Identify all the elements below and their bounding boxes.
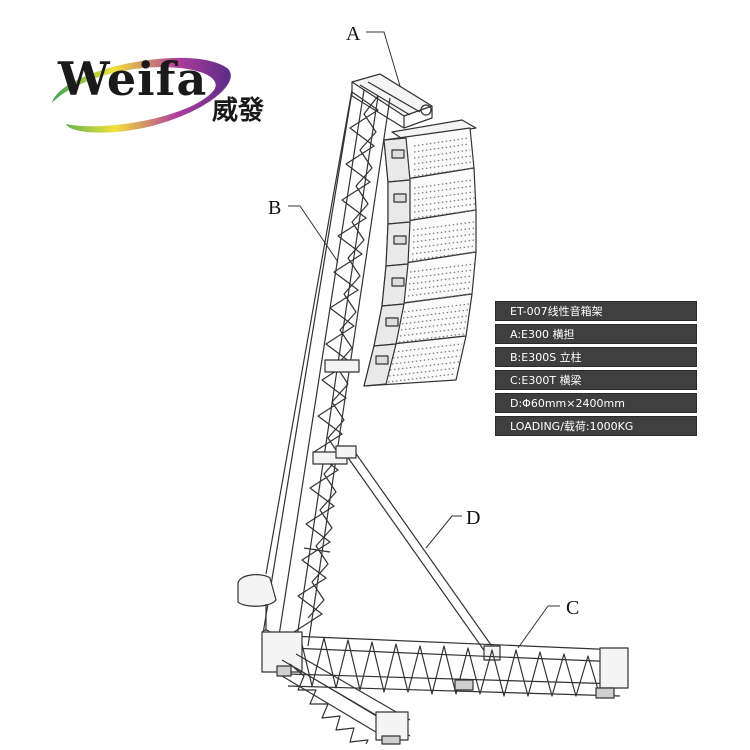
- leader-d: [425, 515, 462, 549]
- callout-leaders: [288, 31, 560, 649]
- spec-table: ET-007线性音箱架 A:E300 横担 B:E300S 立柱 C:E300T…: [495, 301, 697, 439]
- spec-row-b: B:E300S 立柱: [495, 347, 697, 367]
- speaker-array: [363, 119, 477, 387]
- logo-swoosh: [52, 57, 231, 133]
- top-crossbar: [351, 73, 433, 129]
- leader-c: [517, 605, 560, 649]
- spec-row-loading: LOADING/载荷:1000KG: [495, 416, 697, 436]
- chain-hoist: [237, 89, 353, 639]
- base-truss: [261, 631, 629, 745]
- callout-d: D: [466, 507, 480, 529]
- spec-row-a: A:E300 横担: [495, 324, 697, 344]
- callout-b: B: [268, 197, 281, 219]
- spec-row-c: C:E300T 横梁: [495, 370, 697, 390]
- spec-title: ET-007线性音箱架: [495, 301, 697, 321]
- diagonal-brace: [335, 445, 501, 661]
- vertical-truss: [261, 89, 391, 647]
- spec-row-d: D:Φ60mm×2400mm: [495, 393, 697, 413]
- callout-a: A: [346, 23, 361, 45]
- weifa-logo: [42, 48, 310, 140]
- leader-a: [366, 31, 401, 87]
- callout-c: C: [566, 597, 579, 619]
- brand-name-cn: 威發: [212, 96, 265, 126]
- leader-b: [288, 205, 339, 263]
- brand-name: Weifa: [58, 52, 208, 106]
